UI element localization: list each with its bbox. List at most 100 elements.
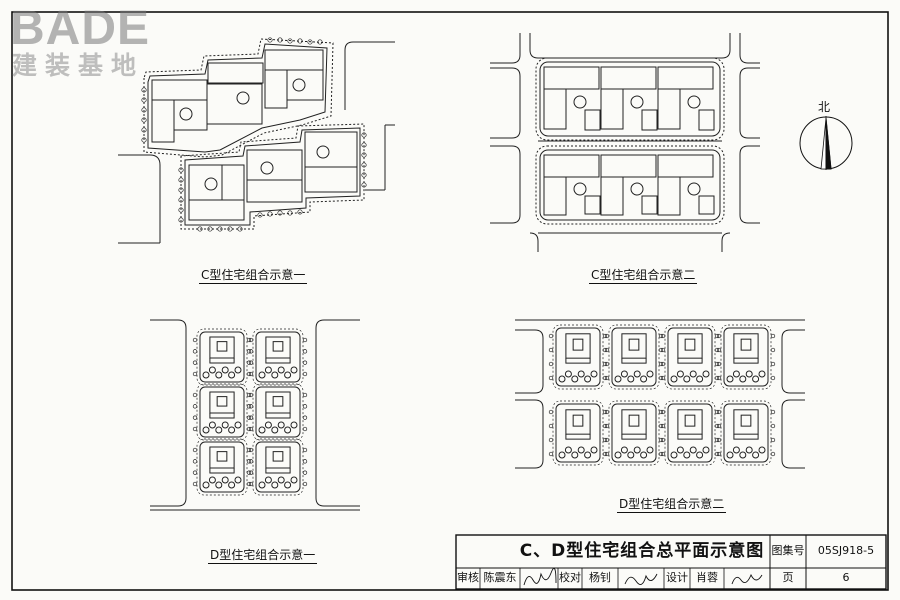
design-name: 肖蓉: [696, 571, 718, 584]
shrub: [683, 375, 691, 383]
atlas-label: 图集号: [771, 544, 805, 557]
tree: [604, 375, 610, 381]
shrub: [726, 375, 734, 383]
lot-outline: [255, 386, 301, 438]
building: [246, 149, 303, 181]
building: [207, 62, 264, 84]
tree: [604, 423, 610, 429]
terrace: [565, 358, 591, 364]
title-block: C、D型住宅组合总平面示意图 图集号 05SJ918-5 审核 陈震东 校对 杨…: [456, 535, 886, 589]
tree: [548, 375, 554, 381]
tree: [192, 404, 198, 409]
building: [600, 88, 624, 130]
building: [209, 336, 235, 359]
shrub: [584, 375, 592, 383]
building: [657, 88, 681, 130]
tree: [292, 78, 306, 92]
tree: [302, 371, 308, 377]
terrace: [209, 358, 235, 364]
tree: [604, 451, 610, 457]
building: [641, 195, 658, 215]
building: [600, 154, 657, 178]
shrub: [758, 370, 766, 378]
terrace: [733, 358, 759, 364]
shrub: [284, 426, 292, 434]
shrub: [208, 476, 216, 484]
tree: [302, 447, 308, 453]
tree: [630, 182, 644, 196]
tree: [548, 423, 554, 429]
road-edge: [344, 41, 395, 110]
building: [543, 176, 567, 216]
tree: [660, 333, 666, 339]
block-outline: [535, 145, 725, 225]
tree: [248, 481, 254, 487]
shrub: [208, 421, 216, 429]
signature: [624, 573, 658, 585]
terrace: [677, 358, 703, 364]
lot-hedge: [196, 383, 248, 441]
d2-units: [548, 324, 776, 466]
tree: [630, 95, 644, 109]
shrub: [670, 451, 678, 459]
cluster-outline: [180, 123, 365, 230]
tree: [770, 409, 776, 415]
terrace: [265, 413, 291, 419]
tree: [604, 333, 610, 339]
review-label: 审核: [457, 571, 479, 584]
shrub: [702, 446, 710, 454]
shrub: [234, 476, 242, 484]
shrub: [590, 446, 598, 454]
tree: [302, 415, 308, 420]
building: [246, 179, 303, 203]
shrub: [732, 370, 740, 378]
tree: [714, 375, 720, 381]
building: [677, 409, 703, 435]
road-edge: [118, 154, 161, 243]
building: [209, 446, 235, 469]
sheet-border: [11, 11, 889, 591]
building: [698, 109, 715, 131]
cluster-outline: [147, 43, 328, 153]
house-unit: [248, 383, 308, 441]
tree: [660, 451, 666, 457]
lot-outline: [667, 403, 713, 463]
tree: [770, 375, 776, 381]
shrub: [564, 446, 572, 454]
shrub: [633, 446, 641, 454]
shrub: [577, 446, 585, 454]
caption-c1: C型住宅组合示意一: [199, 268, 308, 284]
tree: [248, 459, 254, 464]
shrub: [689, 446, 697, 454]
terrace: [209, 468, 235, 474]
tree: [660, 347, 666, 353]
shrub: [208, 366, 216, 374]
shrub: [726, 451, 734, 459]
road-edge: [515, 399, 544, 469]
building: [677, 333, 703, 359]
tree: [248, 371, 254, 377]
tree: [548, 333, 554, 339]
tree: [602, 361, 608, 367]
tree: [716, 375, 722, 381]
tree: [192, 371, 198, 377]
tree: [602, 437, 608, 443]
tree: [658, 409, 664, 415]
building: [304, 166, 358, 193]
lot-hedge: [252, 328, 304, 386]
tree: [548, 347, 554, 353]
building-core: [684, 414, 696, 427]
building: [657, 154, 714, 178]
tree: [548, 451, 554, 457]
building: [543, 66, 600, 90]
building-core: [272, 451, 284, 462]
building: [173, 99, 208, 131]
building: [265, 391, 291, 414]
shrub: [620, 370, 628, 378]
tree: [204, 177, 218, 191]
house-unit: [248, 438, 308, 496]
tree: [548, 437, 554, 443]
tree: [248, 415, 254, 420]
building: [304, 131, 358, 168]
tree: [192, 459, 198, 464]
